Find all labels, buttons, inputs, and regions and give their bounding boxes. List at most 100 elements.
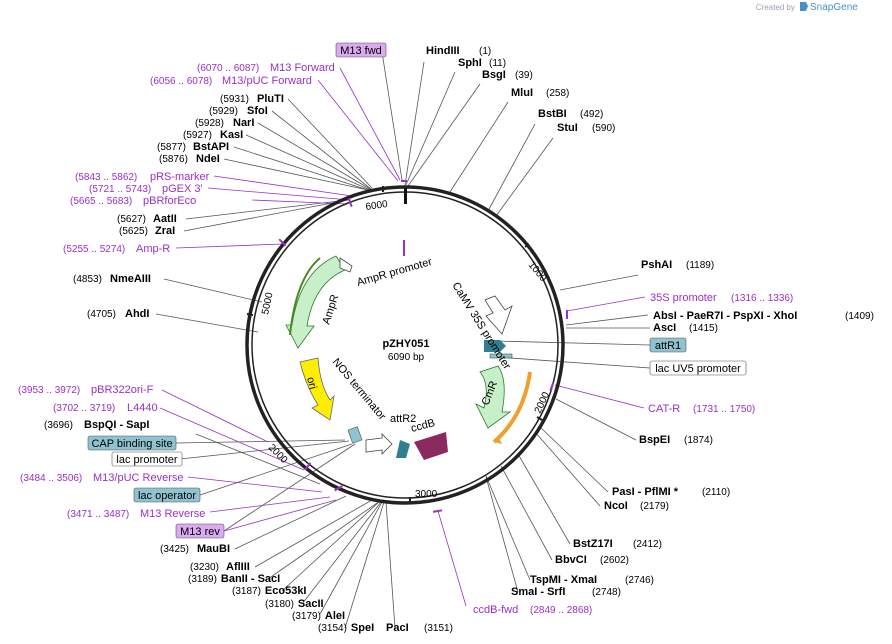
site-bstz17i-pos: (2412) [633, 539, 662, 550]
logo-brand: SnapGene [810, 2, 858, 13]
primer-pbrforeco: pBRforEco [143, 195, 196, 207]
primer-pbrforeco-pos: (5665 .. 5683) [70, 196, 132, 207]
site-sfoi-pos: (5929) [209, 106, 238, 117]
site-eco53ki-pos: (3187) [232, 586, 261, 597]
site-bspei: BspEI [639, 434, 670, 446]
site-bspqi: BspQI - SapI [84, 419, 149, 431]
primer-cat-r: CAT-R [648, 403, 680, 415]
site-stui: StuI [557, 122, 578, 134]
site-bspqi-pos: (3696) [44, 420, 73, 431]
box-lac-promoter: lac promoter [116, 454, 177, 466]
site-smai: SmaI - SrfI [511, 586, 565, 598]
site-nari-pos: (5928) [195, 118, 224, 129]
primer-ccdb-fwd: ccdB-fwd [473, 604, 518, 616]
site-nmeaiii: NmeAIII [110, 273, 151, 285]
plasmid-size: 6090 bp [388, 352, 425, 363]
site-spei: SpeI [351, 622, 374, 634]
primer-cat-r-pos: (1731 .. 1750) [693, 404, 755, 415]
site-kasi-pos: (5927) [183, 130, 212, 141]
site-asci: AscI [653, 322, 676, 334]
label-ori: ori [304, 376, 319, 391]
primer-prs-marker: pRS-marker [150, 171, 210, 183]
site-ncoi-pos: (2179) [640, 501, 669, 512]
site-bstbi: BstBI [538, 108, 567, 120]
tick-3000: 3000 [415, 489, 438, 500]
site-alei: AleI [325, 610, 345, 622]
site-bstapi: BstAPI [193, 141, 229, 153]
site-nari: NarI [233, 117, 254, 129]
site-sfoi: SfoI [247, 105, 268, 117]
site-tspmi: TspMI - XmaI [530, 574, 597, 586]
primer-m13puc-forward-pos: (6056 .. 6078) [150, 76, 212, 87]
site-sacii-pos: (3180) [265, 599, 294, 610]
site-tspmi-pos: (2746) [625, 575, 654, 586]
ccdb-arrow [414, 432, 448, 460]
snapgene-logo: Created by SnapGene [756, 2, 858, 13]
primer-m13-reverse: M13 Reverse [140, 508, 205, 520]
site-aatii-pos: (5627) [117, 214, 146, 225]
site-bbvci: BbvCI [555, 554, 587, 566]
primer-m13puc-forward: M13/pUC Forward [222, 75, 312, 87]
site-pasi: PasI - PflMI * [612, 486, 679, 498]
site-leaders [155, 51, 651, 629]
site-pasi-pos: (2110) [702, 487, 730, 498]
primer-ampr-pos: (5255 .. 5274) [63, 244, 125, 255]
site-aatii: AatII [153, 213, 177, 225]
tick-1000: 1000 [526, 260, 549, 284]
site-paci-pos: (3151) [424, 623, 453, 634]
primer-ampr: Amp-R [136, 243, 170, 255]
site-pluti: PluTI [257, 93, 284, 105]
site-bsgi-pos: (39) [515, 70, 533, 81]
site-bbvci-pos: (2602) [600, 555, 629, 566]
site-bstbi-pos: (492) [580, 109, 603, 120]
box-lac-operator: lac operator [138, 490, 196, 502]
ori-arrow [299, 357, 335, 421]
site-ahdi-pos: (4705) [87, 309, 116, 320]
box-m13-rev: M13 rev [180, 526, 220, 538]
site-pshai-pos: (1189) [686, 260, 714, 271]
box-cap-binding: CAP binding site [91, 438, 172, 450]
primer-labels: (6070 .. 6087) M13 Forward (6056 .. 6078… [18, 62, 793, 616]
primer-35s: 35S promoter [650, 292, 717, 304]
site-bstz17i: BstZ17I [573, 538, 613, 550]
site-mlui-pos: (258) [546, 88, 569, 99]
box-m13-fwd: M13 fwd [340, 45, 382, 57]
primer-m13-forward: M13 Forward [270, 62, 335, 74]
backbone-outer [245, 185, 565, 505]
primer-35s-pos: (1316 .. 1336) [731, 293, 793, 304]
sites-left: (3154) SpeI (3179) AleI (3180) SacII (31… [44, 93, 374, 634]
primer-m13puc-reverse: M13/pUC Reverse [93, 472, 183, 484]
snapgene-icon [800, 2, 808, 11]
label-ampr-promoter: AmpR promoter [356, 256, 434, 289]
label-ampr: AmpR [320, 293, 341, 326]
site-smai-pos: (2748) [592, 587, 621, 598]
site-banii: BanII - SacI [221, 573, 280, 585]
site-paci: PacI [386, 622, 409, 634]
site-sphi-pos: (11) [489, 58, 506, 69]
attr1-arrow [484, 340, 506, 352]
primer-l4440-pos: (3702 .. 3719) [53, 403, 115, 414]
primer-pbr322ori: pBR322ori-F [91, 384, 154, 396]
primer-m13-reverse-pos: (3471 .. 3487) [67, 509, 129, 520]
primer-marks [278, 180, 568, 513]
lac-uv5-mark [489, 353, 513, 359]
site-ndei: NdeI [196, 153, 220, 165]
primer-l4440: L4440 [127, 402, 158, 414]
box-lac-uv5: lac UV5 promoter [655, 363, 741, 375]
origin-marker [404, 188, 407, 204]
site-ahdi: AhdI [125, 308, 149, 320]
ampr-promoter-arrow [339, 257, 353, 273]
primer-pgex-pos: (5721 .. 5743) [89, 184, 151, 195]
site-sphi: SphI [458, 57, 482, 69]
site-absi: AbsI - PaeR7I - PspXI - XhoI [653, 310, 797, 322]
site-zrai-pos: (5625) [119, 226, 148, 237]
camv-arrow [484, 295, 513, 335]
cat-band-head [494, 436, 502, 444]
primer-pgex: pGEX 3' [162, 183, 203, 195]
cat-band [492, 371, 532, 444]
tick-6000: 6000 [365, 199, 389, 213]
site-banii-pos: (3189) [188, 574, 217, 585]
site-spei-pos: (3154) [318, 623, 347, 634]
site-sacii: SacII [298, 598, 324, 610]
nos-mark [347, 426, 363, 444]
